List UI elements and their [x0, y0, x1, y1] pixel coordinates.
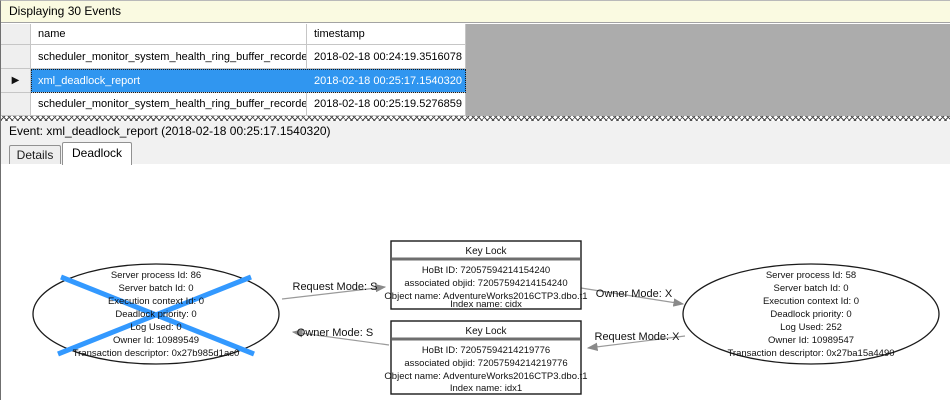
events-count-label: Displaying 30 Events — [9, 4, 122, 18]
column-header-timestamp[interactable]: timestamp — [307, 24, 466, 45]
pane-splitter[interactable] — [1, 116, 950, 121]
edge-request-s — [281, 283, 387, 300]
edge-request-x — [586, 335, 686, 351]
current-row-arrow-icon: ▶ — [11, 74, 20, 86]
row-selector-cell[interactable]: ▶ — [1, 69, 31, 93]
deadlock-graph-pane: Server process Id: 86 Server batch Id: 0… — [1, 164, 950, 400]
svg-text:Server process Id: 86: Server process Id: 86 — [111, 270, 201, 281]
process-node-victim[interactable]: Server process Id: 86 Server batch Id: 0… — [32, 263, 280, 365]
edge-label-request-x: Request Mode: X — [595, 331, 681, 343]
resource-node-keylock-top[interactable]: Key Lock HoBt ID: 72057594214154240 asso… — [384, 240, 588, 310]
process-node-owner[interactable]: Server process Id: 58 Server batch Id: 0… — [682, 263, 940, 365]
edge-owner-x — [580, 287, 685, 307]
cell-event-name[interactable]: scheduler_monitor_system_health_ring_buf… — [31, 93, 307, 116]
deadlock-graph: Server process Id: 86 Server batch Id: 0… — [32, 240, 940, 395]
edge-label-owner-x: Owner Mode: X — [596, 288, 673, 300]
table-row[interactable]: scheduler_monitor_system_health_ring_buf… — [1, 93, 950, 116]
row-selector-cell[interactable] — [1, 45, 31, 69]
table-row[interactable]: scheduler_monitor_system_health_ring_buf… — [1, 45, 950, 69]
svg-text:associated objid: 720575942141: associated objid: 72057594214154240 — [404, 278, 567, 289]
cell-event-timestamp[interactable]: 2018-02-18 00:24:19.3516078 — [307, 45, 466, 69]
selected-event-header: Event: xml_deadlock_report (2018-02-18 0… — [1, 121, 950, 142]
svg-text:Execution context Id: 0: Execution context Id: 0 — [763, 296, 859, 307]
svg-text:Log Used: 252: Log Used: 252 — [780, 322, 842, 333]
svg-text:Server batch Id: 0: Server batch Id: 0 — [119, 283, 194, 294]
events-count-banner: Displaying 30 Events — [1, 1, 950, 23]
cell-event-timestamp[interactable]: 2018-02-18 00:25:19.5276859 — [307, 93, 466, 116]
svg-text:Index name: cidx: Index name: cidx — [450, 299, 522, 310]
column-header-name[interactable]: name — [31, 24, 307, 45]
tab-deadlock[interactable]: Deadlock — [62, 142, 132, 165]
svg-text:Server batch Id: 0: Server batch Id: 0 — [774, 283, 849, 294]
svg-text:Deadlock priority: 0: Deadlock priority: 0 — [770, 309, 851, 320]
svg-text:HoBt ID: 72057594214154240: HoBt ID: 72057594214154240 — [422, 265, 550, 276]
edge-label-owner-s: Owner Mode: S — [297, 327, 373, 339]
edge-label-request-s: Request Mode: S — [293, 281, 378, 293]
svg-text:Object name: AdventureWorks201: Object name: AdventureWorks2016CTP3.dbo.… — [384, 291, 587, 302]
svg-text:Transaction descriptor: 0x27b9: Transaction descriptor: 0x27b985d1ac0 — [73, 348, 240, 359]
selected-event-label: Event: xml_deadlock_report (2018-02-18 0… — [9, 124, 331, 138]
edge-owner-s — [291, 329, 390, 346]
row-selector-cell[interactable] — [1, 93, 31, 116]
table-row-selected[interactable]: ▶ xml_deadlock_report 2018-02-18 00:25:1… — [1, 69, 950, 93]
svg-text:Execution context Id: 0: Execution context Id: 0 — [108, 296, 204, 307]
cell-event-name[interactable]: xml_deadlock_report — [31, 69, 307, 93]
grid-corner-cell[interactable] — [1, 24, 31, 45]
svg-text:Transaction descriptor: 0x27ba: Transaction descriptor: 0x27ba15a4490 — [727, 348, 894, 359]
svg-text:Deadlock priority: 0: Deadlock priority: 0 — [115, 309, 196, 320]
cell-event-name[interactable]: scheduler_monitor_system_health_ring_buf… — [31, 45, 307, 69]
svg-text:Key Lock: Key Lock — [465, 246, 507, 257]
grid-header-row: name timestamp — [1, 24, 950, 45]
svg-text:Owner Id: 10989547: Owner Id: 10989547 — [768, 335, 854, 346]
victim-cross-line — [57, 274, 252, 357]
svg-text:Key Lock: Key Lock — [465, 326, 507, 337]
detail-tabstrip: Details Deadlock — [1, 142, 950, 165]
tab-details[interactable]: Details — [9, 145, 61, 164]
svg-text:associated objid: 720575942142: associated objid: 72057594214219776 — [404, 358, 567, 369]
svg-text:HoBt ID: 72057594214219776: HoBt ID: 72057594214219776 — [422, 345, 550, 356]
svg-text:Server process Id: 58: Server process Id: 58 — [766, 270, 856, 281]
events-grid: name timestamp scheduler_monitor_system_… — [1, 24, 950, 116]
svg-text:Owner Id: 10989549: Owner Id: 10989549 — [113, 335, 199, 346]
resource-node-keylock-bottom[interactable]: Key Lock HoBt ID: 72057594214219776 asso… — [384, 320, 588, 395]
svg-text:Index name: idx1: Index name: idx1 — [450, 383, 522, 394]
svg-text:Object name: AdventureWorks201: Object name: AdventureWorks2016CTP3.dbo.… — [384, 371, 587, 382]
svg-text:Log Used: 0: Log Used: 0 — [130, 322, 181, 333]
cell-event-timestamp[interactable]: 2018-02-18 00:25:17.1540320 — [307, 69, 466, 93]
